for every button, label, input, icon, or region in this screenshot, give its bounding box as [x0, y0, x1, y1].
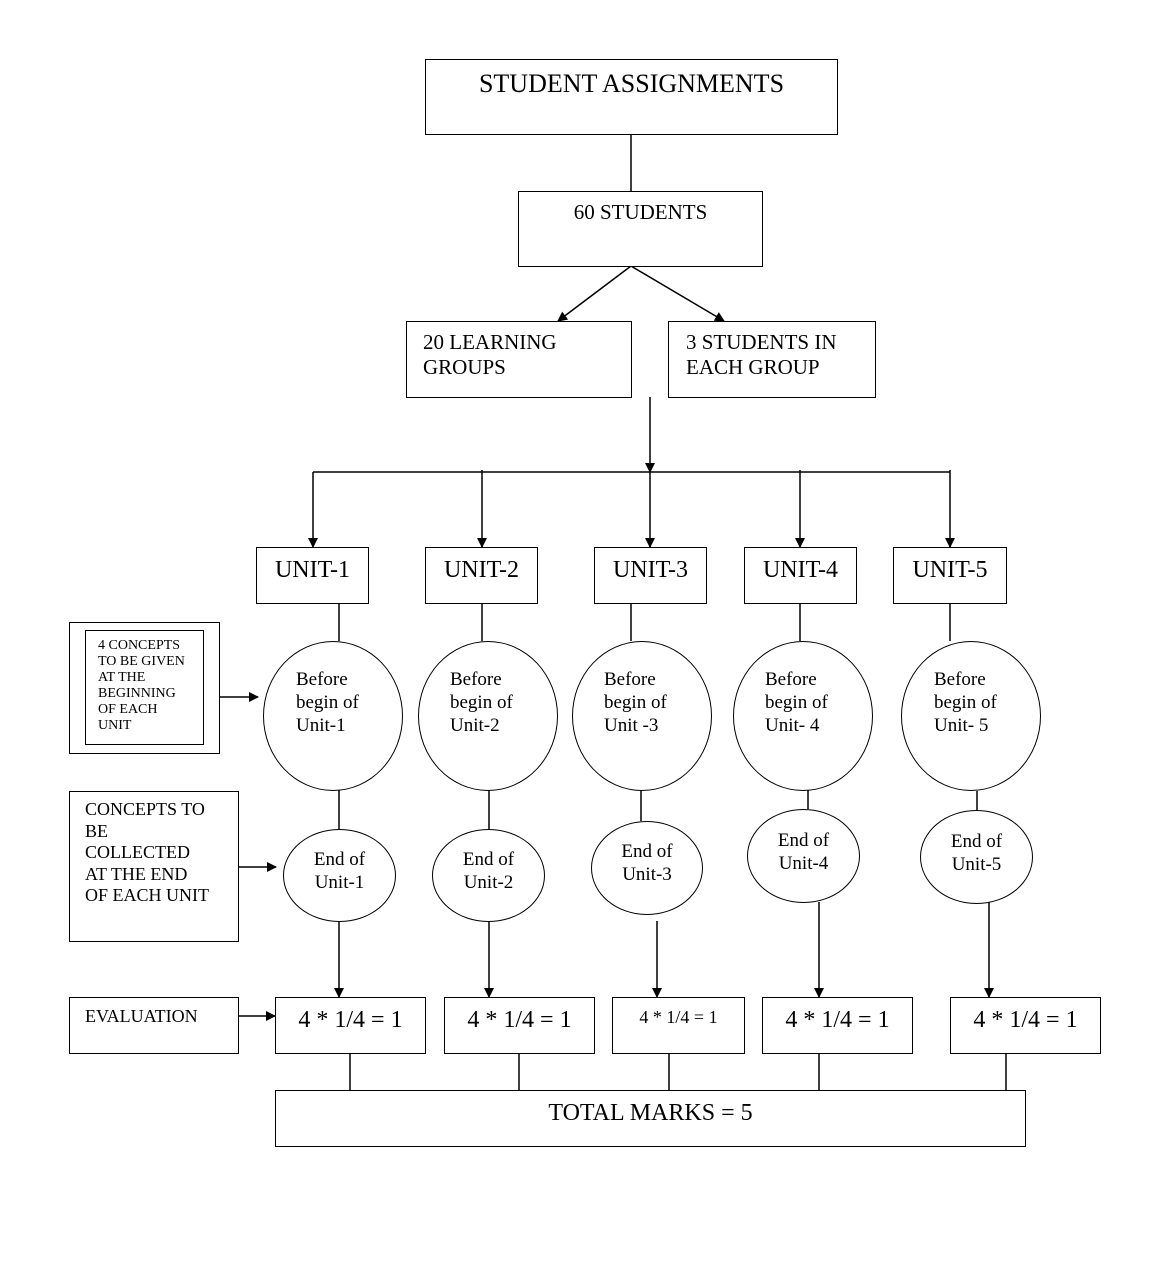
end-unit-4-label: End of Unit-4 — [777, 830, 830, 874]
students-label: 60 STUDENTS — [573, 200, 708, 224]
arrow-to-students-per-group — [630, 265, 725, 322]
end-unit-2-ellipse — [432, 829, 545, 922]
marks-unit-3-label: 4 * 1/4 = 1 — [639, 1007, 718, 1027]
before-unit-1-label: Before begin of Unit-1 — [296, 669, 359, 736]
concepts-collected-label: CONCEPTS TO BE COLLECTED AT THE END OF E… — [85, 799, 209, 906]
arrow-to-learning-groups — [557, 265, 632, 322]
marks-unit-1-label: 4 * 1/4 = 1 — [298, 1007, 403, 1033]
unit-4-box — [744, 547, 857, 604]
before-unit-3-ellipse — [572, 641, 712, 791]
learning-groups-label: 20 LEARNING GROUPS — [423, 330, 557, 380]
total-marks-label: TOTAL MARKS = 5 — [548, 1100, 753, 1126]
students-per-group-label: 3 STUDENTS IN EACH GROUP — [686, 330, 837, 380]
before-unit-5-ellipse — [901, 641, 1041, 791]
unit-1-label: UNIT-1 — [274, 557, 351, 583]
end-unit-5-ellipse — [920, 810, 1033, 904]
concepts-given-inner-frame — [85, 630, 204, 745]
evaluation-label: EVALUATION — [85, 1006, 198, 1026]
marks-unit-4-box — [762, 997, 913, 1054]
before-unit-2-label: Before begin of Unit-2 — [450, 669, 513, 736]
marks-unit-1-box — [275, 997, 426, 1054]
unit-5-box — [893, 547, 1007, 604]
marks-unit-5-label: 4 * 1/4 = 1 — [973, 1007, 1078, 1033]
end-unit-5-label: End of Unit-5 — [950, 831, 1003, 875]
before-unit-4-label: Before begin of Unit- 4 — [765, 669, 828, 736]
students-box — [518, 191, 763, 267]
concepts-given-label: 4 CONCEPTS TO BE GIVEN AT THE BEGINNING … — [98, 638, 185, 734]
learning-groups-box — [406, 321, 632, 398]
marks-unit-4-label: 4 * 1/4 = 1 — [785, 1007, 890, 1033]
student-assignments-box — [425, 59, 838, 135]
end-unit-2-label: End of Unit-2 — [462, 849, 515, 893]
unit-4-label: UNIT-4 — [762, 557, 839, 583]
before-unit-5-label: Before begin of Unit- 5 — [934, 669, 997, 736]
end-unit-3-ellipse — [591, 821, 703, 915]
before-unit-1-ellipse — [263, 641, 403, 791]
evaluation-box — [69, 997, 239, 1054]
unit-2-label: UNIT-2 — [443, 557, 520, 583]
marks-unit-2-label: 4 * 1/4 = 1 — [467, 1007, 572, 1033]
end-unit-1-label: End of Unit-1 — [313, 849, 366, 893]
before-unit-4-ellipse — [733, 641, 873, 791]
end-unit-4-ellipse — [747, 809, 860, 903]
unit-5-label: UNIT-5 — [912, 557, 988, 583]
unit-1-box — [256, 547, 369, 604]
marks-unit-2-box — [444, 997, 595, 1054]
end-unit-1-ellipse — [283, 829, 396, 922]
marks-unit-5-box — [950, 997, 1101, 1054]
before-unit-2-ellipse — [418, 641, 558, 791]
unit-3-label: UNIT-3 — [612, 557, 689, 583]
end-unit-3-label: End of Unit-3 — [621, 841, 673, 885]
unit-3-box — [594, 547, 707, 604]
concepts-collected-box — [69, 791, 239, 942]
unit-2-box — [425, 547, 538, 604]
marks-unit-3-box — [612, 997, 745, 1054]
student-assignments-title: STUDENT ASSIGNMENTS — [478, 69, 785, 98]
before-unit-3-label: Before begin of Unit -3 — [604, 669, 667, 736]
total-marks-box — [275, 1090, 1026, 1147]
students-per-group-box — [668, 321, 876, 398]
